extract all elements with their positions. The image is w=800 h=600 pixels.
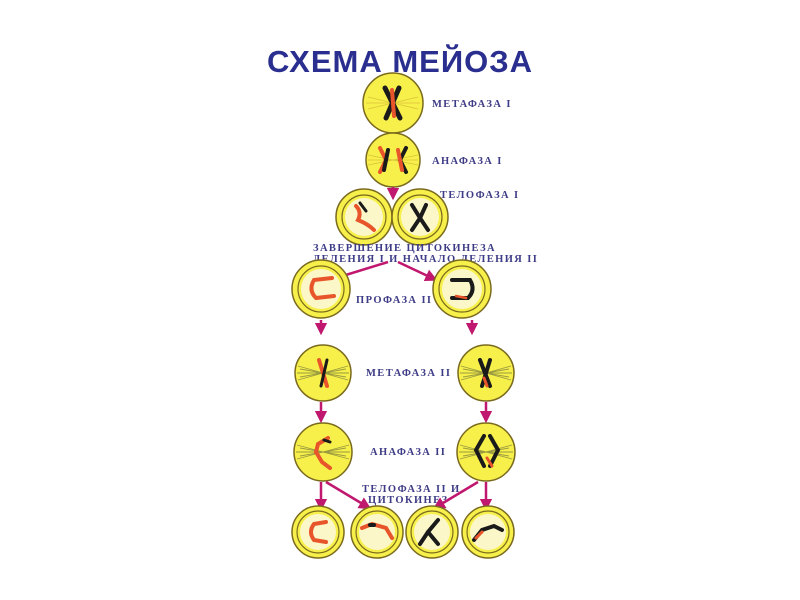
telophase-2-cell-2 bbox=[350, 505, 404, 559]
label-anaphase-2: АНАФАЗА II bbox=[370, 447, 446, 458]
anaphase-2-cell-right bbox=[456, 422, 516, 482]
prophase-2-cell-left bbox=[291, 259, 351, 319]
telophase-2-cell-1 bbox=[291, 505, 345, 559]
label-telophase-2-line-2: ЦИТОКИНЕЗ bbox=[368, 495, 449, 506]
arrow bbox=[432, 480, 479, 510]
metaphase-2-cell-right bbox=[457, 344, 515, 402]
prophase-2-cell-right bbox=[432, 259, 492, 319]
label-cytokinesis-line-2: ДЕЛЕНИЯ I И НАЧАЛО ДЕЛЕНИЯ II bbox=[313, 254, 538, 265]
label-anaphase-1: АНАФАЗА I bbox=[432, 156, 503, 167]
telophase-2-cell-4 bbox=[461, 505, 515, 559]
metaphase-1-cell bbox=[362, 72, 424, 134]
anaphase-1-cell bbox=[365, 132, 421, 188]
metaphase-2-cell-left bbox=[294, 344, 352, 402]
label-cytokinesis-line-1: ЗАВЕРШЕНИЕ ЦИТОКИНЕЗА bbox=[313, 243, 496, 254]
label-telophase-2-line-1: ТЕЛОФАЗА II И bbox=[362, 484, 461, 495]
arrow bbox=[397, 260, 438, 281]
arrow bbox=[325, 480, 372, 510]
label-prophase-2: ПРОФАЗА II bbox=[356, 295, 432, 306]
telophase-2-cell-3 bbox=[405, 505, 459, 559]
label-telophase-1: ТЕЛОФАЗА I bbox=[440, 190, 520, 201]
label-metaphase-2: МЕТАФАЗА II bbox=[366, 368, 451, 379]
anaphase-2-cell-left bbox=[293, 422, 353, 482]
label-metaphase-1: МЕТАФАЗА I bbox=[432, 99, 512, 110]
telophase-1-cells bbox=[335, 188, 449, 246]
